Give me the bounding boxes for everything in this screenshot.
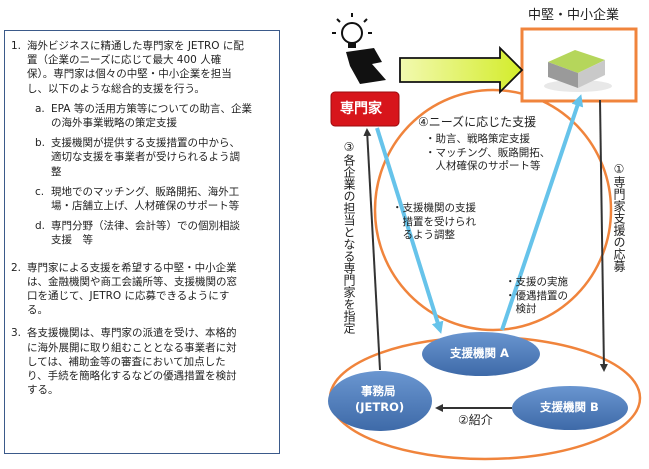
implement-text: ・支援の実施 ・優遇措置の 検討	[505, 276, 568, 317]
text-line: しては、補助金等の審査において加点した	[27, 355, 226, 368]
company-title: 中堅・中小企業	[528, 8, 620, 23]
item-text: 専門家による支援を希望する中堅・中小企業 は、金融機関や商工会議所等、支援機関の…	[27, 261, 271, 318]
factory-icon	[544, 50, 612, 92]
sub-item-b: b. 支援機関が提供する支援措置の中から、 適切な支援を事業者が受けられるよう調…	[35, 136, 271, 179]
sub-letter: b.	[35, 137, 46, 150]
assign-arrow	[363, 128, 381, 371]
text-line: 整	[51, 165, 62, 178]
introduce-label: ②紹介	[458, 413, 493, 427]
adjust-arrow	[375, 127, 444, 334]
item-number: 2.	[11, 261, 22, 274]
text-line: 各支援機関は、専門家の派遣を受け、本格的	[27, 327, 237, 340]
text-line: の海外事業戦略の策定支援	[51, 117, 177, 130]
item-number: 1.	[11, 40, 22, 52]
sub-letter: d.	[35, 220, 46, 233]
text-line: 専門家による支援を希望する中堅・中小企業	[27, 261, 237, 274]
assign-label: ③各企業の担当となる専門家を指定	[342, 140, 356, 334]
secretariat-sublabel: (JETRO)	[355, 400, 405, 414]
support-a-label: 支援機関 A	[450, 346, 509, 360]
item-text: 各支援機関は、専門家の派遣を受け、本格的 に海外展開に取り組むこととなる事業者に…	[27, 326, 271, 397]
text-line: り、手続を簡略化するなどの優遇措置を検討	[27, 370, 237, 383]
support-b-label: 支援機関 B	[540, 400, 599, 414]
adjust-text: ・支援機関の支援 措置を受けられ るよう調整	[392, 202, 476, 243]
item-number: 3.	[11, 327, 22, 340]
text-line: 適切な支援を事業者が受けられるよう調	[51, 151, 240, 164]
sub-item-c: c. 現地でのマッチング、販路開拓、海外工 場・店舗立上げ、人材確保のサポート等	[35, 185, 271, 213]
text-line: 海外ビジネスに精通した専門家を JETRO に配	[27, 40, 244, 52]
apply-arrow	[599, 99, 608, 372]
text-line: 現地でのマッチング、販路開拓、海外工	[51, 185, 240, 198]
needs-circle	[373, 88, 613, 332]
needs-bullet: 人材確保のサポート等	[425, 160, 541, 172]
text-line: に海外展開に取り組むこととなる事業者に対	[27, 341, 237, 354]
needs-bullet: ・マッチング、販路開拓、	[425, 146, 551, 159]
expert-box	[330, 91, 400, 127]
implement-line: ・支援の実施	[505, 276, 568, 288]
text-line: 置（企業のニーズに応じて最大 400 人確	[27, 54, 222, 67]
needs-bullets: ・助言、戦略策定支援 ・マッチング、販路開拓、 人材確保のサポート等	[425, 133, 550, 174]
text-line: 保）。専門家は個々の中堅・中小企業を担当	[27, 68, 232, 81]
adjust-line: ・支援機関の支援	[392, 202, 476, 214]
text-line: 支援機関が提供する支援措置の中から、	[51, 137, 240, 150]
dispatch-arrow	[399, 45, 524, 95]
apply-label: ①専門家支援の応募	[612, 162, 626, 272]
sub-item-a: a. EPA 等の活用方策等についての助言、企業 の海外事業戦略の策定支援	[35, 102, 271, 130]
adjust-line: るよう調整	[392, 229, 455, 241]
item-2: 2. 専門家による支援を希望する中堅・中小企業 は、金融機関や商工会議所等、支援…	[11, 261, 271, 318]
text-line: 専門分野（法律、会計等）での個別相談	[51, 220, 240, 233]
needs-bullet: ・助言、戦略策定支援	[425, 133, 530, 145]
sub-item-d: d. 専門分野（法律、会計等）での個別相談 支援 等	[35, 219, 271, 247]
text-line: 支援 等	[51, 234, 93, 247]
sub-letter: c.	[35, 185, 45, 198]
explanation-panel: 1. 海外ビジネスに精通した専門家を JETRO に配 置（企業のニーズに応じて…	[4, 30, 280, 454]
text-line: 口を通じて、JETRO に応募できるようにす	[27, 290, 230, 303]
expert-icon	[332, 13, 386, 84]
needs-title: ④ニーズに応じた支援	[418, 115, 537, 129]
text-line: る。	[27, 304, 48, 317]
text-line: EPA 等の活用方策等についての助言、企業	[51, 102, 252, 115]
adjust-line: 措置を受けられ	[392, 215, 476, 228]
support-b-node	[512, 386, 628, 430]
secretariat-node	[328, 371, 432, 431]
secretariat-label: 事務局	[361, 384, 396, 398]
implement-arrow	[500, 94, 584, 331]
item-text: 海外ビジネスに精通した専門家を JETRO に配 置（企業のニーズに応じて最大 …	[27, 39, 271, 96]
implement-line: 検討	[505, 303, 537, 315]
text-line: し、以下のような総合的支援を行う。	[27, 82, 205, 95]
text-line: 場・店舗立上げ、人材確保のサポート等	[51, 200, 240, 213]
text-line: は、金融機関や商工会議所等、支援機関の窓	[27, 275, 237, 288]
item-3: 3. 各支援機関は、専門家の派遣を受け、本格的 に海外展開に取り組むこととなる事…	[11, 326, 271, 397]
item-1: 1. 海外ビジネスに精通した専門家を JETRO に配 置（企業のニーズに応じて…	[11, 39, 271, 252]
text-line: する。	[27, 384, 59, 397]
sub-letter: a.	[35, 102, 45, 115]
support-a-node	[422, 332, 540, 376]
expert-label: 専門家	[340, 101, 382, 117]
implement-line: ・優遇措置の	[505, 289, 568, 302]
